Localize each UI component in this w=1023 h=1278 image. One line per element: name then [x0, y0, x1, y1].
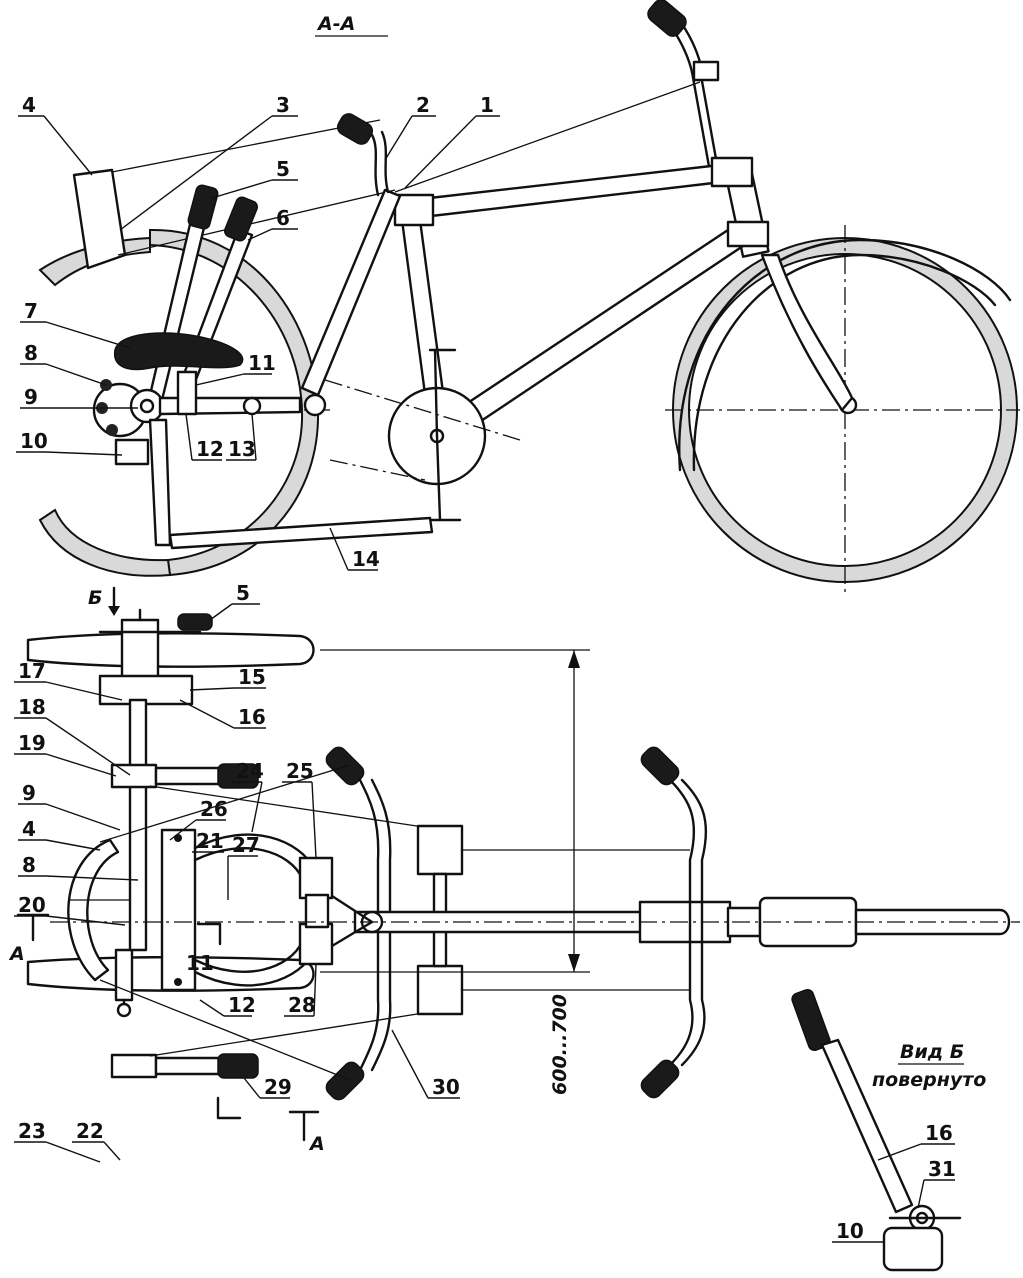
- label-29: 29: [264, 1075, 292, 1099]
- top-view: Б: [8, 581, 1020, 1163]
- view-b: Вид Б повернуто 16 31 10: [791, 988, 986, 1272]
- label-9-top: 9: [22, 781, 36, 805]
- label-8-top: 8: [22, 853, 36, 877]
- side-view-labels: 1 2 3 4 5 6 7 8 9 10: [16, 93, 500, 571]
- label-24: 24: [236, 759, 264, 783]
- label-11-top: 11: [186, 951, 214, 975]
- dimension-label: 600...700: [549, 994, 571, 1095]
- section-letter-b: Б: [88, 587, 102, 609]
- label-1: 1: [480, 93, 494, 117]
- label-5-top: 5: [236, 581, 250, 605]
- label-3: 3: [276, 93, 290, 117]
- label-26: 26: [200, 797, 228, 821]
- label-9: 9: [24, 385, 38, 409]
- view-b-title: Вид Б: [900, 1041, 964, 1063]
- label-12: 12: [196, 437, 224, 461]
- label-11: 11: [248, 351, 276, 375]
- label-23: 23: [18, 1119, 46, 1143]
- label-4-top: 4: [22, 817, 36, 841]
- label-28: 28: [288, 993, 316, 1017]
- label-7: 7: [24, 299, 38, 323]
- section-title: А-А: [316, 13, 355, 35]
- top-view-labels: 5 17 18 19 9 4 8 20 26: [14, 581, 460, 1163]
- section-letter-a-bottom: А: [308, 1133, 325, 1155]
- label-16-top: 16: [238, 705, 266, 729]
- label-4: 4: [22, 93, 36, 117]
- label-8: 8: [24, 341, 38, 365]
- dimension-line: 600...700: [320, 649, 590, 1095]
- front-wheel: [665, 225, 1020, 592]
- label-20: 20: [18, 893, 46, 917]
- rear-assembly: [72, 81, 701, 550]
- label-27: 27: [232, 833, 260, 857]
- label-5: 5: [276, 157, 290, 181]
- section-letter-a-left: А: [8, 943, 25, 965]
- label-12-top: 12: [228, 993, 256, 1017]
- label-18: 18: [18, 695, 46, 719]
- label-17: 17: [18, 659, 46, 683]
- label-21: 21: [196, 829, 224, 853]
- view-b-subtitle: повернуто: [872, 1069, 986, 1091]
- label-22: 22: [76, 1119, 104, 1143]
- label-19: 19: [18, 731, 46, 755]
- label-6: 6: [276, 206, 290, 230]
- label-10: 10: [20, 429, 48, 453]
- side-view: А-А: [16, 0, 1020, 592]
- label-16-view-b: 16: [925, 1121, 953, 1145]
- label-15: 15: [238, 665, 266, 689]
- label-14: 14: [352, 547, 380, 571]
- label-10-view-b: 10: [836, 1219, 864, 1243]
- label-25: 25: [286, 759, 314, 783]
- label-31: 31: [928, 1157, 956, 1181]
- bicycle-frame: [324, 156, 770, 522]
- label-13: 13: [228, 437, 256, 461]
- label-30: 30: [432, 1075, 460, 1099]
- label-2: 2: [416, 93, 430, 117]
